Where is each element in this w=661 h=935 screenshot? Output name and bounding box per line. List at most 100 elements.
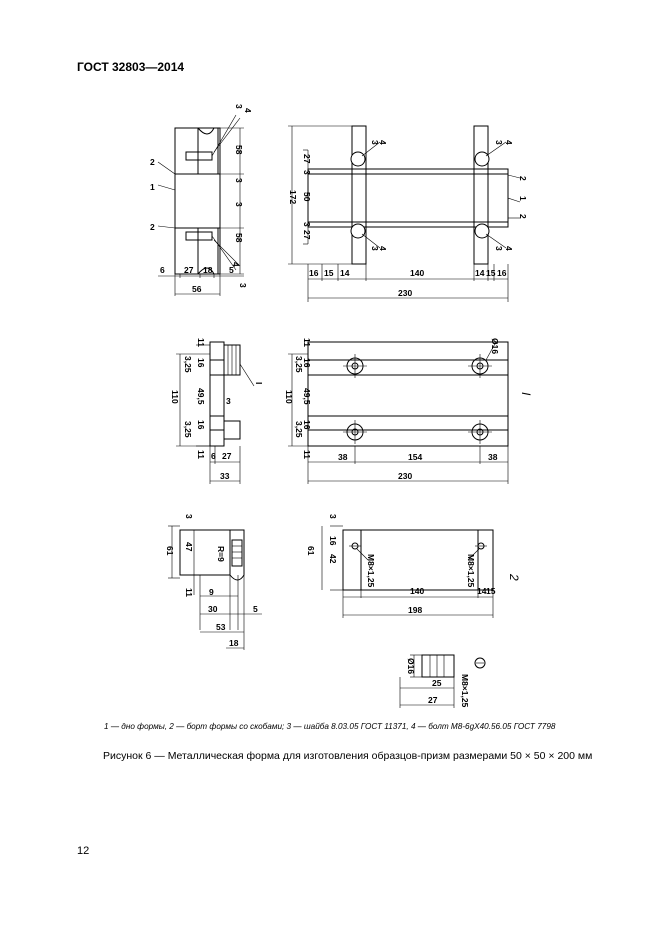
dim-15: 15 xyxy=(486,268,496,278)
figure-caption: Рисунок 6 — Металлическая форма для изго… xyxy=(103,750,593,762)
dim-18: 18 xyxy=(229,638,239,648)
dim-R9: R=9 xyxy=(216,546,226,562)
bolt-hole xyxy=(343,420,367,444)
callout-1: 1 xyxy=(518,196,528,201)
dim-phi-16: Ø16 xyxy=(490,338,500,354)
dim-38: 38 xyxy=(338,452,348,462)
dim-3: 3 xyxy=(302,170,312,175)
dim-5: 5 xyxy=(253,604,258,614)
dim-30: 30 xyxy=(208,604,218,614)
dim-18: 18 xyxy=(203,265,213,275)
dim-16: 16 xyxy=(302,358,312,368)
dim-9: 9 xyxy=(209,587,214,597)
callout-2: 2 xyxy=(518,176,528,181)
bolt-hole xyxy=(468,354,492,378)
plan-view-top-right: 4 3 4 3 2 1 2 4 3 4 3 172 27 3 50 3 27 1… xyxy=(288,125,528,302)
dim-140: 140 xyxy=(410,268,424,278)
end-view-mid-left: 11 16 3,25 49,5 110 16 3,25 11 3 6 27 33… xyxy=(170,338,264,484)
dim-16: 16 xyxy=(302,420,312,430)
dim-27: 27 xyxy=(302,154,312,164)
dim-3: 3 xyxy=(302,222,312,227)
dim-58: 58 xyxy=(234,145,244,155)
bolt-detail-view: Ø16 M8×1,25 25 27 xyxy=(399,654,486,708)
dim-M8x1-25: M8×1,25 xyxy=(366,554,376,588)
callout-3: 3 xyxy=(234,104,244,109)
callout-3: 3 xyxy=(494,140,504,145)
callout-4: 4 xyxy=(231,262,241,267)
dim-27: 27 xyxy=(302,230,312,240)
dim-3: 3 xyxy=(184,514,194,519)
dim-16: 16 xyxy=(328,536,338,546)
callout-2: 2 xyxy=(150,157,155,167)
dim-38: 38 xyxy=(488,452,498,462)
dim-11: 11 xyxy=(302,338,312,347)
dim-16: 16 xyxy=(497,268,507,278)
dim-230: 230 xyxy=(398,288,412,298)
bottom-plan-view-mid-right: Ø16 11 16 3,25 49,5 110 16 3,25 11 38 15… xyxy=(284,338,533,484)
dim-154: 154 xyxy=(408,452,422,462)
callout-3: 3 xyxy=(370,140,380,145)
dim-27: 27 xyxy=(428,695,438,705)
dim-11: 11 xyxy=(196,450,206,459)
dim-50: 50 xyxy=(302,192,312,202)
callout-4: 4 xyxy=(243,108,253,113)
dim-61: 61 xyxy=(306,546,316,556)
dim-11: 11 xyxy=(184,588,194,597)
dim-6: 6 xyxy=(160,265,165,275)
callout-4: 4 xyxy=(504,246,514,251)
dim-14: 14 xyxy=(477,586,487,596)
callout-2: 2 xyxy=(518,214,528,219)
dim-53: 53 xyxy=(216,622,226,632)
dim-5: 5 xyxy=(229,265,234,275)
callout-3: 3 xyxy=(370,246,380,251)
dim-198: 198 xyxy=(408,605,422,615)
dim-33: 33 xyxy=(220,471,230,481)
dim-3: 3 xyxy=(226,396,231,406)
callout-4: 4 xyxy=(378,140,388,145)
dim-15: 15 xyxy=(324,268,334,278)
dim-M8x1-25: M8×1,25 xyxy=(460,674,470,708)
bolt-hole xyxy=(468,420,492,444)
figure-legend: 1 — дно формы, 2 — борт формы со скобами… xyxy=(104,722,556,731)
dim-3-25: 3,25 xyxy=(294,421,304,438)
dim-172: 172 xyxy=(288,190,298,204)
dim-25: 25 xyxy=(432,678,442,688)
dim-16: 16 xyxy=(196,358,206,368)
dim-3: 3 xyxy=(234,202,244,207)
dim-27: 27 xyxy=(184,265,194,275)
dim-11: 11 xyxy=(196,338,206,347)
callout-I: I xyxy=(254,382,264,384)
bracket-plan-view-lower-right: 3 16 42 61 M8×1,25 M8×1,25 140 14 15 198… xyxy=(306,514,521,618)
dim-110: 110 xyxy=(170,390,180,404)
dim-42: 42 xyxy=(328,554,338,564)
dim-M8x1-25: M8×1,25 xyxy=(466,554,476,588)
dim-phi-16: Ø16 xyxy=(406,658,416,674)
dim-49-5: 49,5 xyxy=(302,388,312,405)
callout-3: 3 xyxy=(494,246,504,251)
dim-110: 110 xyxy=(284,390,294,404)
dim-27: 27 xyxy=(222,451,232,461)
document-header: ГОСТ 32803—2014 xyxy=(77,60,185,74)
dim-11: 11 xyxy=(302,450,312,459)
dim-16: 16 xyxy=(309,268,319,278)
dim-16: 16 xyxy=(196,420,206,430)
dim-61: 61 xyxy=(165,546,175,556)
bracket-side-view-lower-left: 3 47 61 R=9 11 9 30 5 53 18 xyxy=(165,514,262,650)
callout-4: 4 xyxy=(378,246,388,251)
dim-6: 6 xyxy=(211,451,216,461)
view-label-2: 2 xyxy=(507,573,521,581)
dim-140: 140 xyxy=(410,586,424,596)
dim-230: 230 xyxy=(398,471,412,481)
dim-56: 56 xyxy=(192,284,202,294)
dim-3: 3 xyxy=(234,178,244,183)
callout-3: 3 xyxy=(238,283,248,288)
dim-3-25: 3,25 xyxy=(183,421,193,438)
dim-47: 47 xyxy=(184,542,194,552)
callout-4: 4 xyxy=(504,140,514,145)
view-label-I: I xyxy=(519,392,533,396)
dim-3-25: 3,25 xyxy=(183,356,193,373)
dim-3-25: 3,25 xyxy=(294,356,304,373)
dim-3: 3 xyxy=(328,514,338,519)
dim-14: 14 xyxy=(340,268,350,278)
